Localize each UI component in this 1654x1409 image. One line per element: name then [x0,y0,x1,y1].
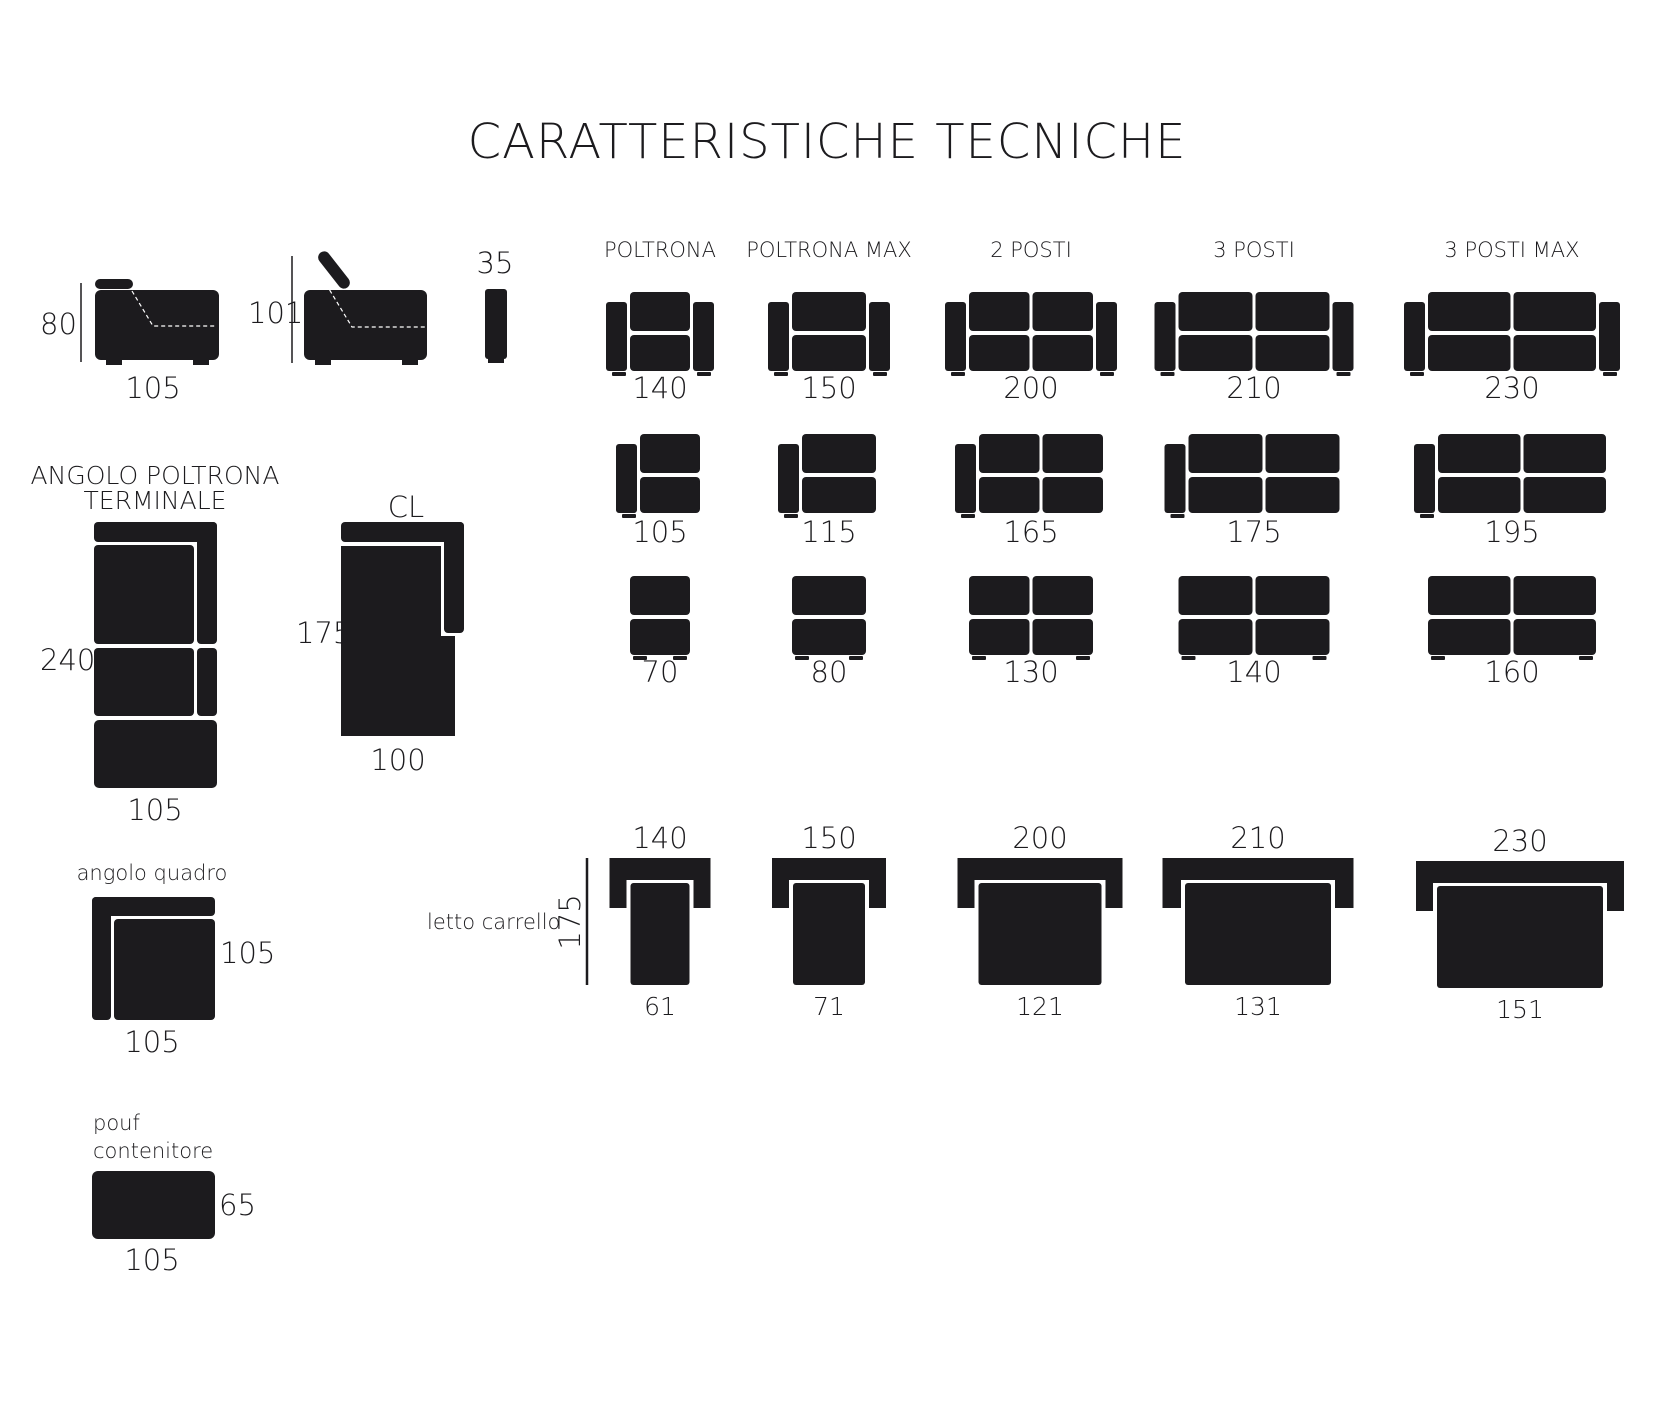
angolo-width: 105 [127,793,182,827]
letto-mattress-width-3: 131 [1234,992,1282,1021]
letto-mattress-width-4: 151 [1496,995,1544,1024]
sofa-two-arms-width-2: 200 [1003,371,1058,405]
sofa-two-arms-width-3: 210 [1226,371,1281,405]
profile-fixed-height: 80 [40,307,77,341]
sofa-two-arms-width-1: 150 [801,371,856,405]
letto-outer-width-1: 150 [801,821,856,855]
column-header-4: 3 POSTI MAX [1444,238,1579,262]
sofa-no-arm-width-1: 80 [811,655,848,689]
column-header-2: 2 POSTI [990,238,1072,262]
pouf-label-line2: contenitore [93,1139,213,1163]
sofa-no-arm-width-0: 70 [642,655,679,689]
sofa-two-arms-icon [1404,292,1620,376]
sofa-two-arms-width-4: 230 [1484,371,1539,405]
letto-carrello-icon [957,858,1123,985]
sofa-two-arms-icon [606,292,714,376]
sofa-two-arms-icon [768,292,890,376]
letto-outer-width-0: 140 [632,821,687,855]
pouf-contenitore-icon [92,1171,215,1239]
sofa-one-arm-icon [1164,434,1340,518]
pouf-height: 65 [219,1188,256,1222]
profile-reclined-height: 101 [248,296,303,330]
sofa-one-arm-icon [778,434,876,518]
cl-depth: 175 [296,616,351,650]
angolo-quadro-side: 105 [220,936,275,970]
cl-label: CL [388,490,424,524]
angolo-quadro-width: 105 [124,1025,179,1059]
sofa-one-arm-icon [1414,434,1606,518]
sofa-no-arm-icon [969,576,1093,660]
letto-outer-width-3: 210 [1230,821,1285,855]
sofa-two-arms-icon [945,292,1117,376]
sofa-no-arm-width-4: 160 [1484,655,1539,689]
sofa-one-arm-width-1: 115 [801,515,856,549]
angolo-label-line1: ANGOLO POLTRONA [31,461,280,490]
angolo-label-line2: TERMINALE [84,486,227,515]
angolo-depth: 240 [40,643,95,677]
page-title: CARATTERISTICHE TECNICHE [468,114,1187,170]
letto-carrello-icon [609,858,711,985]
letto-carrello-icon [772,858,886,985]
sofa-no-arm-icon [1178,576,1330,660]
column-header-0: POLTRONA [604,238,716,262]
letto-carrello-icon [1416,861,1624,988]
pouf-label-line1: pouf [93,1111,140,1135]
sofa-no-arm-width-3: 140 [1226,655,1281,689]
sofa-one-arm-icon [616,434,700,518]
letto-label: letto carrello [427,910,560,934]
sofa-no-arm-icon [1428,576,1596,660]
letto-outer-width-4: 230 [1492,824,1547,858]
letto-mattress-width-1: 71 [813,992,845,1021]
sofa-two-arms-icon [1154,292,1354,376]
letto-depth: 175 [553,894,587,949]
sofa-no-arm-icon [792,576,866,660]
letto-carrello-row: 140 61 150 71 200 121 210 131 230 151 [609,821,1624,1024]
arm-profile-icon [485,289,507,363]
profile-reclined-icon [291,251,427,365]
cl-width: 100 [370,743,425,777]
sofa-one-arm-width-4: 195 [1484,515,1539,549]
column-header-3: 3 POSTI [1213,238,1295,262]
sofa-grid: POLTRONA POLTRONA MAX 2 POSTI 3 POSTI 3 POST… [604,238,1620,689]
sofa-one-arm-width-0: 105 [632,515,687,549]
angolo-poltrona-terminale-icon [94,522,217,788]
sofa-one-arm-width-3: 175 [1226,515,1281,549]
sofa-one-arm-icon [955,434,1103,518]
letto-mattress-width-2: 121 [1016,992,1064,1021]
letto-mattress-width-0: 61 [644,992,676,1021]
profile-fixed-width: 105 [125,371,180,405]
profile-fixed-icon [80,279,219,365]
arm-width-label: 35 [477,246,514,280]
angolo-quadro-icon [92,897,215,1020]
sofa-no-arm-width-2: 130 [1003,655,1058,689]
sofa-one-arm-width-2: 165 [1003,515,1058,549]
letto-outer-width-2: 200 [1012,821,1067,855]
column-header-1: POLTRONA MAX [746,238,912,262]
letto-carrello-icon [1162,858,1354,985]
angolo-quadro-label: angolo quadro [77,861,228,885]
chaise-longue-icon [341,522,464,736]
sofa-two-arms-width-0: 140 [632,371,687,405]
sofa-no-arm-icon [630,576,690,660]
pouf-width: 105 [124,1243,179,1277]
